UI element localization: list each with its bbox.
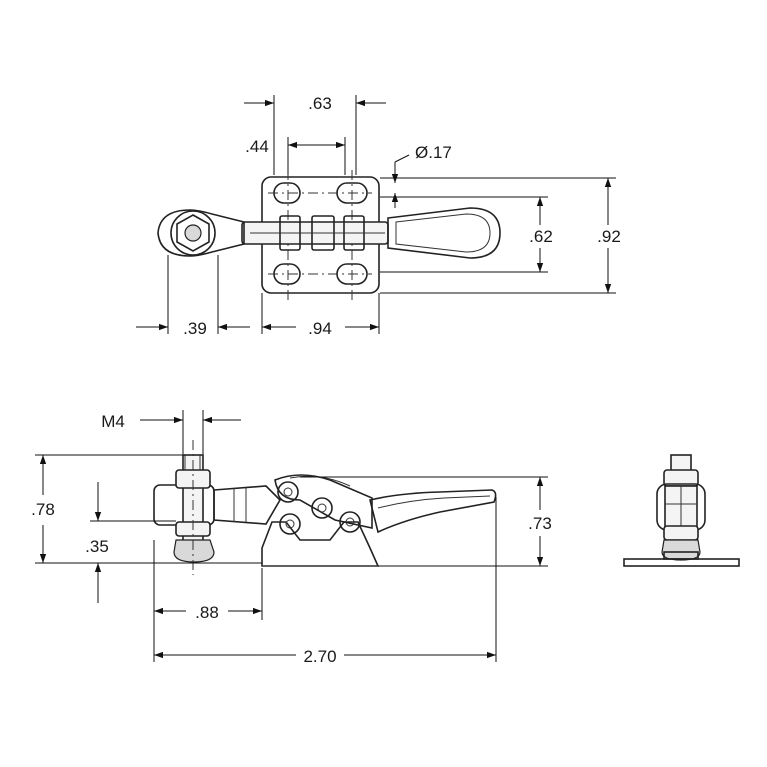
hex-nut-end [663,525,699,541]
clamp-arm-side [213,485,282,525]
pivot-pin [277,481,299,503]
pivot-pin [311,497,333,519]
dim-label-slot-spacing: .62 [529,227,553,246]
rubber-tip-side [173,539,215,563]
end-view [623,454,740,567]
dim-label-spindle-offset: .39 [183,319,207,338]
base-bracket-side [261,521,380,567]
dim-label-top-hole-pitch: .63 [308,94,332,113]
side-view-dimensions: M4 .78 .35 .73 .88 2.70 [31,410,552,666]
top-view [157,170,501,300]
dim-label-top-hole-spacing: .44 [245,137,269,156]
dim-label-spindle-base-height: .35 [85,537,109,556]
pivot-pin [339,511,361,533]
hex-nut-outline [176,214,210,252]
top-view-dimensions: .63 .44 Ø.17 .62 .92 .39 .94 [136,94,621,338]
handle-side [369,489,497,534]
pivot-pin [279,513,301,535]
dim-label-base-length: .94 [308,319,332,338]
spindle-tip-top [184,224,202,242]
dim-label-hole-diameter: Ø.17 [415,143,452,162]
dim-label-overall-length: 2.70 [303,647,336,666]
handle-top [387,207,501,259]
link-arm-side [274,474,373,529]
dim-label-spindle-reach: .88 [195,603,219,622]
dim-label-overall-height: .73 [528,514,552,533]
dim-label-thread-size: M4 [101,412,125,431]
side-view [153,440,497,575]
hex-nut-top [170,210,216,256]
dim-label-base-width: .92 [597,227,621,246]
dim-label-spindle-height: .78 [31,500,55,519]
rubber-tip-end [661,539,701,561]
